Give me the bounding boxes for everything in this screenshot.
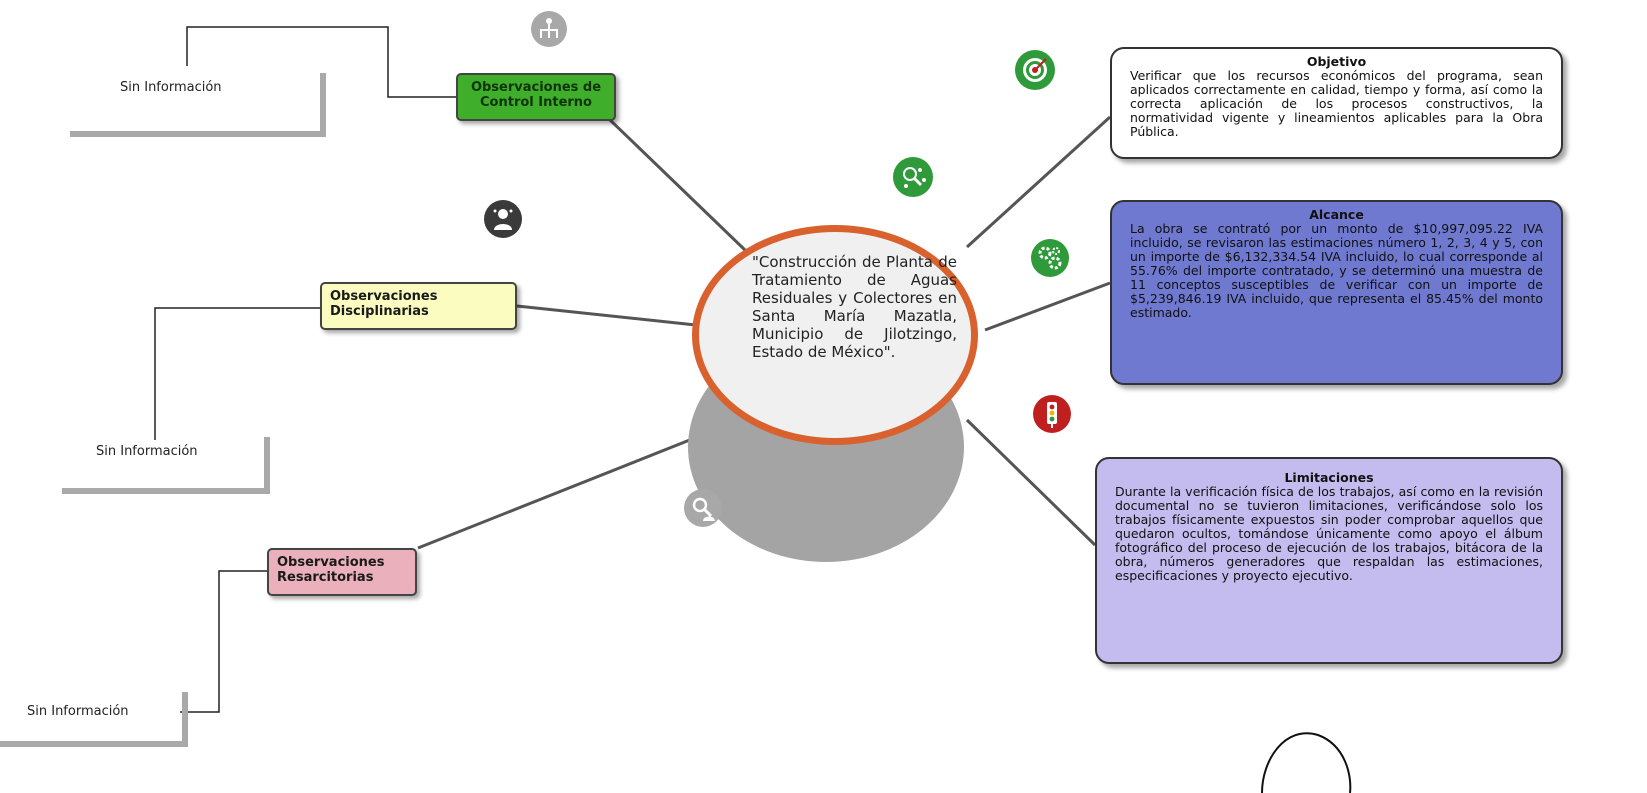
info-shadow-right <box>182 692 188 747</box>
objetivo-body: Verificar que los recursos económicos de… <box>1130 68 1543 139</box>
alcance-box: Alcance La obra se contrató por un monto… <box>1110 200 1563 385</box>
traffic-light-icon <box>1033 395 1071 433</box>
resarcitorias-label: Observaciones Resarcitorias <box>277 555 385 585</box>
resarcitorias-info: Sin Información <box>27 704 129 719</box>
info-shadow-right <box>320 73 326 137</box>
magnifier-person-icon <box>684 489 722 527</box>
person-icon <box>484 200 522 238</box>
central-node[interactable] <box>692 225 978 445</box>
limitaciones-title: Limitaciones <box>1284 470 1374 485</box>
resarcitorias-tag[interactable]: Observaciones Resarcitorias <box>267 548 417 596</box>
alcance-body: La obra se contrató por un monto de $10,… <box>1130 221 1543 320</box>
objetivo-title: Objetivo <box>1306 54 1367 69</box>
disciplinarias-info: Sin Información <box>96 444 198 459</box>
objetivo-box: Objetivo Verificar que los recursos econ… <box>1110 47 1563 159</box>
control-interno-label: Observaciones de Control Interno <box>470 80 602 110</box>
org-chart-icon <box>893 157 933 197</box>
info-shadow-bottom <box>70 131 326 137</box>
limitaciones-box: Limitaciones Durante la verificación fís… <box>1095 457 1563 664</box>
disciplinarias-label: Observaciones Disciplinarias <box>330 289 438 319</box>
gears-icon <box>1031 239 1069 277</box>
target-icon <box>1015 50 1055 90</box>
alcance-title: Alcance <box>1309 207 1364 222</box>
info-shadow-bottom <box>62 488 270 494</box>
hierarchy-icon <box>531 11 567 47</box>
control-interno-info: Sin Información <box>120 80 222 95</box>
central-title: "Construcción de Planta de Tratamiento d… <box>752 253 957 361</box>
info-shadow-bottom <box>0 741 188 747</box>
info-shadow-right <box>264 437 270 494</box>
control-interno-tag[interactable]: Observaciones de Control Interno <box>456 73 616 121</box>
disciplinarias-tag[interactable]: Observaciones Disciplinarias <box>320 282 517 330</box>
limitaciones-body: Durante la verificación física de los tr… <box>1115 484 1543 583</box>
